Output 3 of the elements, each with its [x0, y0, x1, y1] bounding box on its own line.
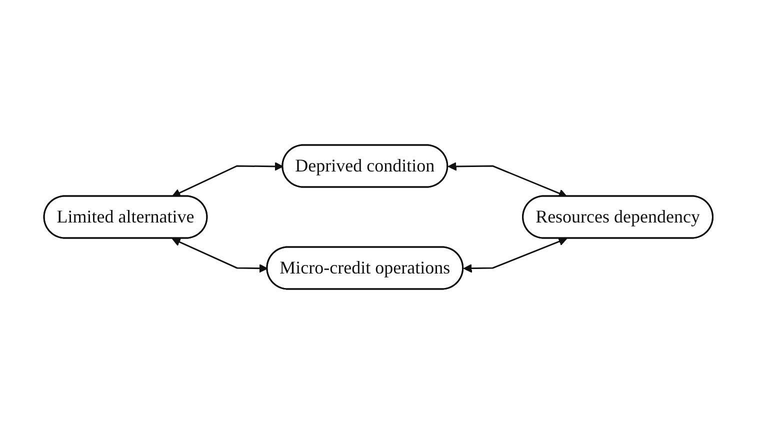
arrow [172, 162, 284, 197]
arrow [172, 238, 268, 273]
arrow [463, 237, 568, 273]
